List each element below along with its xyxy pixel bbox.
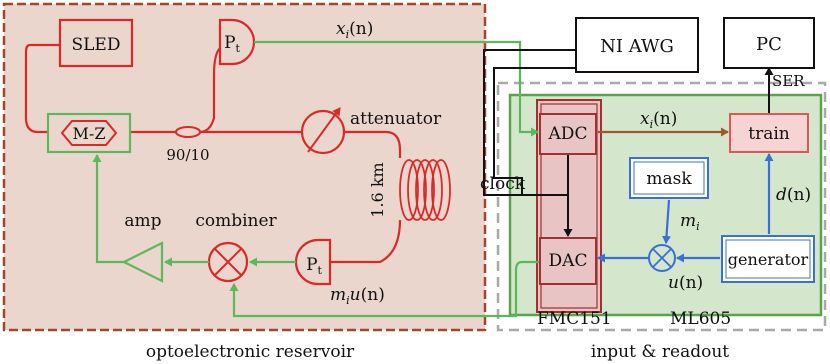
combiner-label: combiner (195, 211, 277, 231)
xin-top-arg: (n) (349, 19, 373, 39)
amplifier: amp (121, 211, 164, 283)
amp-label: amp (124, 211, 161, 231)
pt-bottom-sub: t (318, 264, 323, 277)
electrical-paths (92, 40, 540, 318)
train: train (729, 113, 809, 153)
mi-un-var1: m (330, 285, 346, 305)
sled-source: SLED (58, 18, 134, 68)
mi-sub: i (696, 220, 700, 233)
mi-var: m (680, 211, 696, 231)
generator: generator (721, 235, 815, 283)
svg-text:Pt: Pt (306, 255, 322, 277)
xin-mid-arg: (n) (653, 109, 677, 129)
ni-awg-label: NI AWG (600, 36, 674, 57)
attenuator: attenuator (300, 107, 442, 155)
combiner: combiner (195, 211, 278, 283)
dac: DAC (539, 237, 597, 285)
dn-var: d (776, 185, 787, 205)
un-var: u (668, 273, 679, 293)
mi-un-var2: u (350, 285, 361, 305)
pt-bottom-main: P (306, 255, 317, 275)
sled-label: SLED (72, 35, 121, 55)
xin-mid-sub: i (650, 118, 654, 131)
caption-readout: input & readout (591, 342, 729, 362)
pc-label: PC (756, 34, 782, 55)
ser-label: SER (772, 72, 805, 90)
caption-reservoir: optoelectronic reservoir (146, 342, 355, 362)
un-arg: (n) (679, 273, 703, 293)
attenuator-label: attenuator (350, 109, 442, 129)
generator-label: generator (728, 250, 809, 269)
mask: mask (629, 157, 709, 199)
un-label: u(n) (668, 273, 703, 293)
mz-label: M-Z (73, 124, 106, 143)
adc-label: ADC (548, 124, 588, 144)
xin-top-label: xi(n) (336, 19, 373, 41)
mi-un-arg: (n) (361, 285, 385, 305)
readout-region (496, 81, 827, 332)
split-ratio-label: 90/10 (166, 146, 209, 164)
photodetector-bottom: Pt (294, 238, 332, 286)
mi-label: mi (680, 211, 700, 233)
dn-arg: (n) (787, 185, 811, 205)
control-wiring (483, 49, 774, 237)
adc: ADC (539, 113, 597, 155)
clock-label: clock (480, 174, 526, 194)
pt-top-main: P (224, 33, 235, 53)
mz-modulator: M-Z (46, 112, 132, 154)
photodetector-top: Pt (218, 18, 256, 66)
pc: PC (723, 17, 815, 69)
pt-top-sub: t (236, 42, 241, 55)
multiplier (648, 244, 676, 272)
dac-label: DAC (549, 251, 588, 271)
digital-paths (597, 153, 774, 263)
mi-un-label: miu(n) (330, 285, 385, 307)
fiber-coupler: 90/10 (166, 126, 210, 164)
xin-top-sub: i (346, 28, 350, 41)
dn-label: d(n) (776, 185, 811, 205)
fiber-length-label: 1.6 km (368, 162, 387, 217)
fmc151-label: FMC151 (537, 309, 612, 329)
ml605-label: ML605 (670, 309, 731, 329)
mask-label: mask (646, 169, 692, 189)
mi-un-sub: i (346, 294, 350, 307)
fiber-spool (399, 159, 451, 221)
train-label: train (748, 124, 790, 144)
xin-mid-var: x (640, 109, 650, 129)
optical-paths (24, 43, 402, 264)
xin-mid-label: xi(n) (640, 109, 677, 131)
xin-top-var: x (336, 19, 346, 39)
svg-text:Pt: Pt (224, 33, 240, 55)
ni-awg: NI AWG (575, 17, 699, 73)
